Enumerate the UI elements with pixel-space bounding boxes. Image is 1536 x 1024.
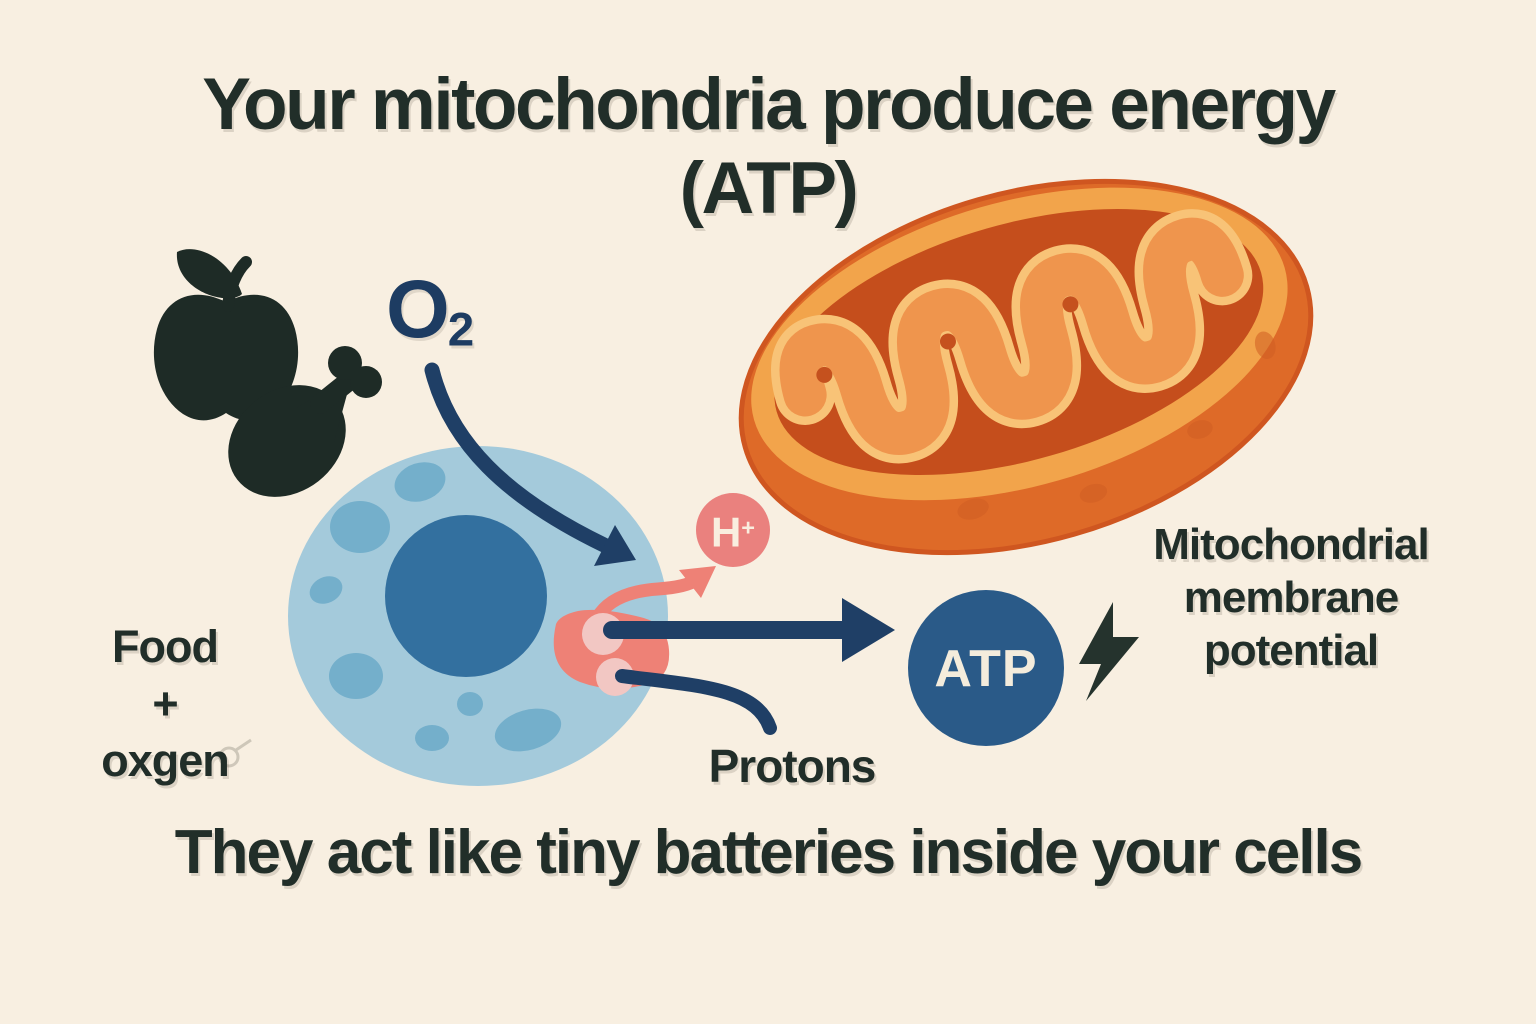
o2-subscript: 2 (447, 303, 474, 357)
membrane-potential-label: Mitochondrial membrane potential (1101, 518, 1481, 677)
proton-particle (596, 658, 634, 696)
mitochondrion-illustration (738, 178, 1314, 556)
caption-text: They act like tiny batteries inside your… (174, 818, 1363, 887)
cell-spots (309, 462, 562, 752)
protons-label: Protons (708, 740, 877, 792)
apple-icon (153, 249, 299, 421)
cristae-dots (816, 296, 1079, 383)
o2-label: O2 (386, 264, 474, 357)
membrane-label-line-3: potential (1203, 626, 1379, 675)
hplus-badge-label: H+ (711, 509, 755, 554)
hplus-symbol: H (710, 508, 742, 556)
food-oxygen-label: Food + oxgen (40, 618, 290, 789)
hplus-badge (696, 493, 770, 567)
atp-output-arrow (603, 598, 895, 662)
drumstick-icon (228, 346, 382, 497)
title-line-1: Your mitochondria produce energy (202, 64, 1336, 145)
protons-pointer-line (615, 669, 777, 735)
atp-badge-label: ATP (934, 639, 1038, 698)
o2-symbol: O (386, 264, 450, 355)
mito-body-spots (957, 331, 1276, 520)
hplus-superscript: + (741, 514, 756, 541)
lightning-bolt-icon (1079, 602, 1139, 701)
membrane-label-line-1: Mitochondrial (1153, 520, 1429, 569)
cristae-fill (779, 217, 1244, 455)
male-symbol-icon (218, 738, 252, 768)
atp-badge (908, 590, 1064, 746)
food-label-line-2: + (152, 678, 178, 729)
proton-release-arrowhead (679, 566, 716, 598)
o2-entry-arrow (424, 362, 636, 566)
title-line-2: (ATP) (679, 148, 859, 229)
membrane-label-line-2: membrane (1183, 573, 1400, 622)
cell-nucleus (385, 515, 547, 677)
food-label-line-3: oxgen (101, 735, 230, 786)
proton-release-arrow (590, 573, 703, 625)
food-label-line-1: Food (112, 621, 219, 672)
